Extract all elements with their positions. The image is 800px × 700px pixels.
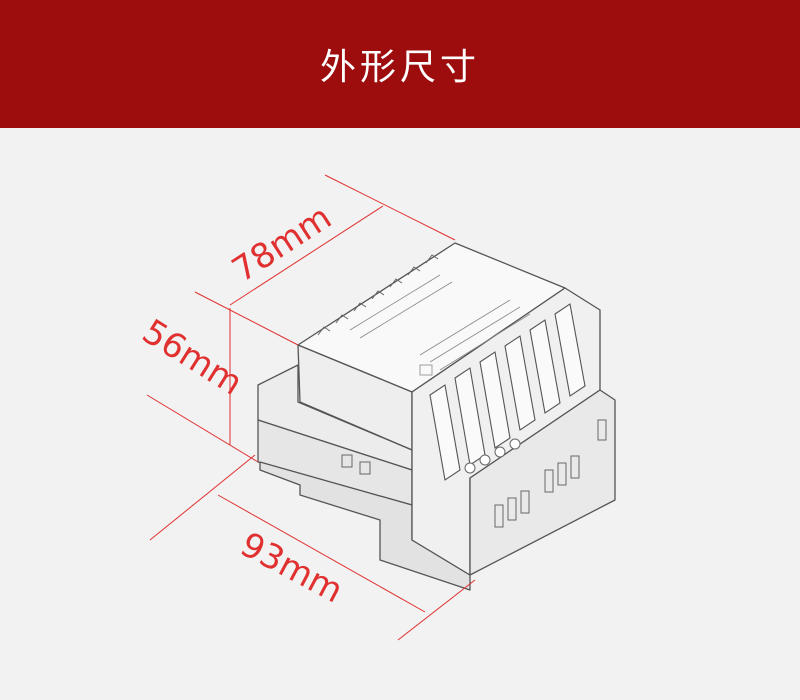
device-drawing xyxy=(257,242,616,591)
device-front-lower xyxy=(469,389,616,576)
width-label: 93mm xyxy=(234,525,349,612)
terminal-teeth xyxy=(317,254,439,336)
page-title: 外形尺寸 xyxy=(319,47,480,88)
dimension-lines xyxy=(146,174,476,641)
header-banner: 外形尺寸 xyxy=(0,0,800,128)
vent-slots xyxy=(341,419,607,528)
height-label: 56mm xyxy=(135,312,249,404)
top-label-lines xyxy=(349,274,531,376)
screw-terminals xyxy=(464,438,521,474)
terminal-fins xyxy=(429,303,586,481)
length-label: 78mm xyxy=(225,197,339,290)
